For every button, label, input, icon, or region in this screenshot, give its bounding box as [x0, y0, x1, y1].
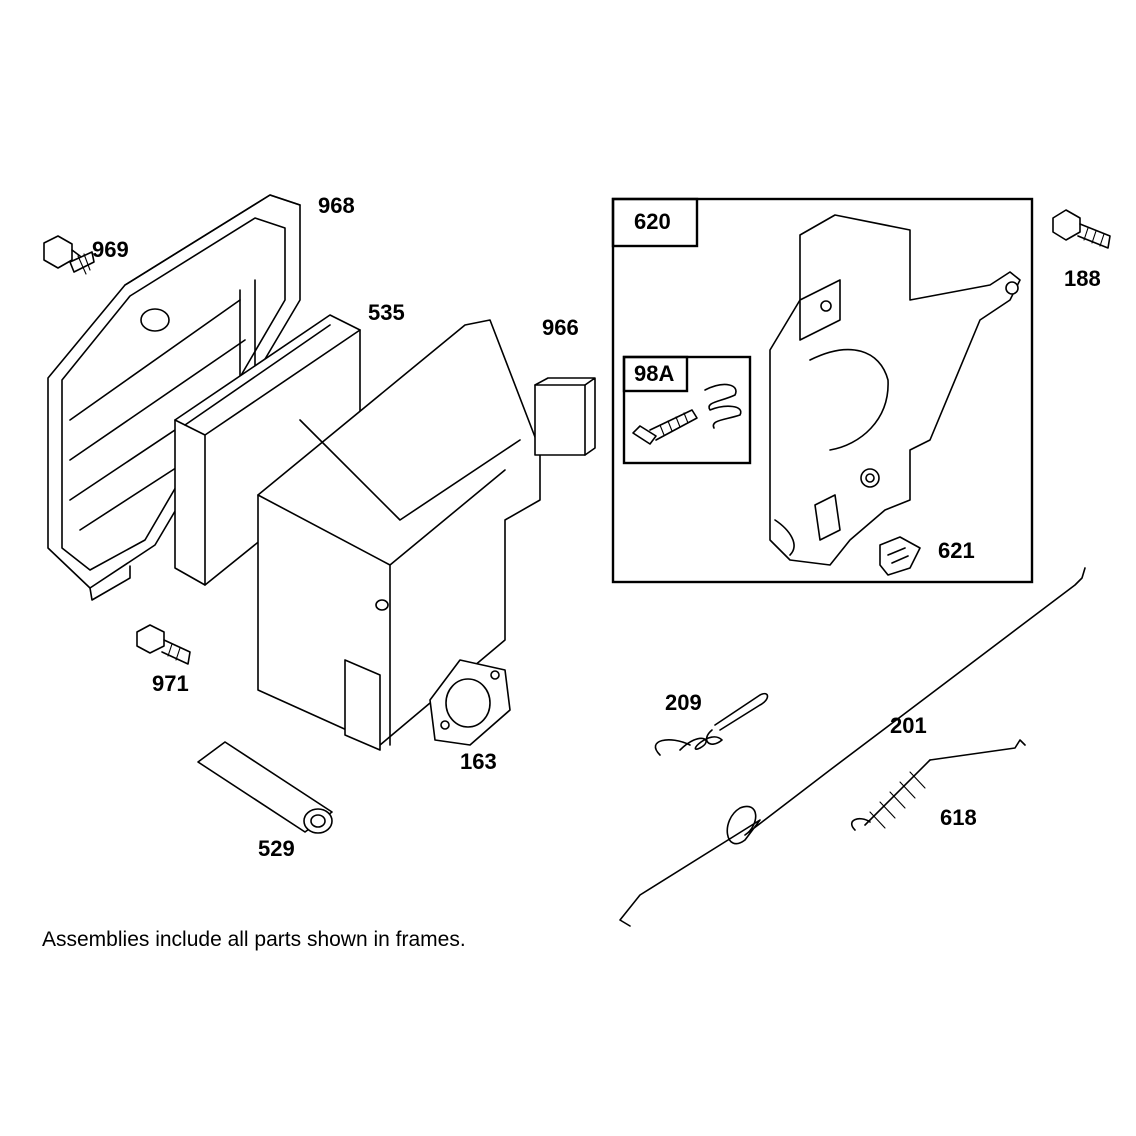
bolt-188 [1052, 209, 1111, 249]
callout-620: 620 [634, 209, 671, 234]
bolt-969 [43, 235, 95, 275]
callout-968: 968 [318, 193, 355, 218]
control-bracket-620 [769, 214, 1021, 566]
callout-966: 966 [542, 315, 579, 340]
tube-529 [197, 741, 333, 834]
assembly-frame-620 [611, 197, 1034, 584]
bolt-971 [136, 624, 191, 665]
label-box-98a [622, 355, 689, 393]
callout-618: 618 [940, 805, 977, 830]
callout-163: 163 [460, 749, 497, 774]
callout-969: 969 [92, 237, 129, 262]
callout-188: 188 [1064, 266, 1101, 291]
spring-618 [850, 739, 1026, 831]
assemblies-note: Assemblies include all parts shown in fr… [42, 928, 466, 951]
governor-link-201 [619, 567, 1086, 927]
gasket-163 [429, 659, 511, 746]
label-box-620 [611, 197, 699, 248]
callout-98a: 98A [634, 361, 675, 386]
spring-209 [654, 692, 769, 756]
callout-201: 201 [890, 713, 927, 738]
clip-621 [879, 536, 921, 576]
callout-621: 621 [938, 538, 975, 563]
callout-529: 529 [258, 836, 295, 861]
screw-and-spring-98a [632, 383, 742, 445]
callout-535: 535 [368, 300, 405, 325]
air-cleaner-base-968 [47, 194, 301, 601]
callout-971: 971 [152, 671, 189, 696]
callout-209: 209 [665, 690, 702, 715]
air-cleaner-cover-966 [257, 319, 596, 751]
